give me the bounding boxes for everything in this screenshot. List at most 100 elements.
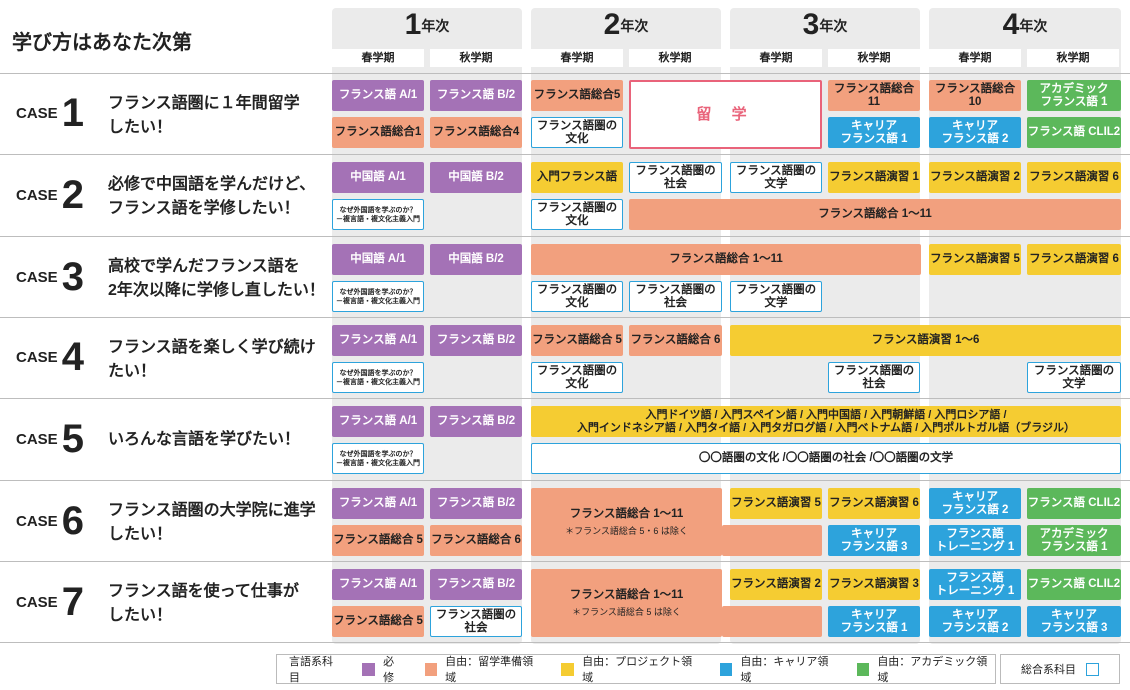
course-cell: フランス語圏の 文化 <box>531 199 623 230</box>
course-cell-extension <box>722 606 822 637</box>
course-cell: 入門ドイツ語 / 入門スペイン語 / 入門中国語 / 入門朝鮮語 / 入門ロシア… <box>531 406 1121 437</box>
course-cell: なぜ外国語を学ぶのか？ －複言語・複文化主義入門 <box>332 281 424 312</box>
case-description-6: フランス語圏の大学院に進学 したい！ <box>108 502 316 543</box>
course-cell: なぜ外国語を学ぶのか？ －複言語・複文化主義入門 <box>332 443 424 474</box>
course-cell: フランス語総合 5 <box>332 525 424 556</box>
year-header-1: 1年次 <box>404 8 450 41</box>
row-divider <box>0 317 1130 318</box>
legend-swatch-green <box>856 662 870 676</box>
course-cell: フランス語圏の 文化 <box>531 281 623 312</box>
study-abroad-cell: 留 学 <box>629 80 822 149</box>
legend-project: 自由：プロジェクト領域 <box>582 656 693 684</box>
semester-fall: 秋学期 <box>629 49 721 67</box>
course-cell: キャリア フランス語 3 <box>1027 606 1121 637</box>
course-cell: フランス語 CLIL2 <box>1027 488 1121 519</box>
course-cell: キャリア フランス語 2 <box>929 606 1021 637</box>
year-header-4: 4年次 <box>1002 8 1048 41</box>
course-cell: フランス語圏の 社会 <box>629 281 722 312</box>
legend-academic: 自由：アカデミック領域 <box>877 656 988 684</box>
course-cell: なぜ外国語を学ぶのか？ －複言語・複文化主義入門 <box>332 362 424 393</box>
course-cell: キャリア フランス語 2 <box>929 488 1021 519</box>
course-cell: フランス語総合 1〜11 <box>629 199 1121 230</box>
row-divider <box>0 480 1130 481</box>
course-cell: フランス語演習 6 <box>1027 244 1121 275</box>
legend-career: 自由：キャリア領域 <box>740 656 829 684</box>
course-cell: フランス語総合1 <box>332 117 424 148</box>
course-cell: フランス語圏の 文学 <box>730 281 822 312</box>
course-cell: フランス語演習 5 <box>730 488 822 519</box>
case-description-2: 必修で中国語を学んだけど、 フランス語を学修したい！ <box>108 176 316 217</box>
row-divider <box>0 73 1130 74</box>
course-cell: アカデミック フランス語 1 <box>1027 525 1121 556</box>
course-cell: フランス語総合11 <box>828 80 920 111</box>
course-cell: フランス語演習 5 <box>929 244 1021 275</box>
course-cell: フランス語演習 2 <box>929 162 1021 193</box>
semester-spring: 春学期 <box>332 49 424 67</box>
course-cell: フランス語総合4 <box>430 117 522 148</box>
course-cell: 中国語 A/1 <box>332 244 424 275</box>
row-divider <box>0 642 1130 643</box>
course-cell: フランス語 B/2 <box>430 569 522 600</box>
course-cell: フランス語 B/2 <box>430 325 522 356</box>
row-divider <box>0 398 1130 399</box>
course-cell: フランス語 CLIL2 <box>1027 569 1121 600</box>
course-cell: フランス語演習 6 <box>1027 162 1121 193</box>
course-cell: 入門フランス語 <box>531 162 623 193</box>
semester-fall: 秋学期 <box>828 49 920 67</box>
course-cell: フランス語 A/1 <box>332 325 424 356</box>
course-cell: フランス語演習 1〜6 <box>730 325 1121 356</box>
course-cell: フランス語 CLIL2 <box>1027 117 1121 148</box>
year-header-2: 2年次 <box>603 8 649 41</box>
course-cell: フランス語総合10 <box>929 80 1021 111</box>
course-cell: フランス語演習 2 <box>730 569 822 600</box>
course-cell: フランス語演習 1 <box>828 162 920 193</box>
row-divider <box>0 561 1130 562</box>
course-cell-large: フランス語総合 1〜11＊フランス語総合 5・6 は除く <box>531 488 722 556</box>
course-cell: フランス語圏の 社会 <box>430 606 522 637</box>
legend-swatch-orange <box>424 662 438 676</box>
course-cell: フランス語 A/1 <box>332 488 424 519</box>
course-cell: 中国語 B/2 <box>430 162 522 193</box>
course-cell: フランス語総合5 <box>531 80 623 111</box>
course-cell: フランス語 A/1 <box>332 80 424 111</box>
row-divider <box>0 236 1130 237</box>
course-cell: なぜ外国語を学ぶのか？ －複言語・複文化主義入門 <box>332 199 424 230</box>
course-cell: 中国語 A/1 <box>332 162 424 193</box>
course-cell: フランス語 B/2 <box>430 80 522 111</box>
case-description-3: 高校で学んだフランス語を 2年次以降に学修し直したい！ <box>108 258 325 299</box>
course-cell: フランス語 B/2 <box>430 406 522 437</box>
legend-general-label: 総合系科目 <box>1021 664 1076 676</box>
course-cell: フランス語 トレーニング 1 <box>929 569 1021 600</box>
case-description-7: フランス語を使って仕事が したい！ <box>108 583 299 624</box>
semester-fall: 秋学期 <box>430 49 522 67</box>
legend-lang-label: 言語系科目 <box>289 656 333 684</box>
course-cell: フランス語圏の 文化 <box>531 117 623 148</box>
legend-swatch-blue <box>719 662 733 676</box>
legend-prep: 自由：留学準備領域 <box>445 656 534 684</box>
course-cell: フランス語総合 5 <box>332 606 424 637</box>
semester-spring: 春学期 <box>929 49 1021 67</box>
legend: 言語系科目 必修 自由：留学準備領域 自由：プロジェクト領域 自由：キャリア領域… <box>276 654 996 684</box>
case-description-4: フランス語を楽しく学び続け たい！ <box>108 339 316 380</box>
course-cell: キャリア フランス語 1 <box>828 117 920 148</box>
course-cell: フランス語総合 5 <box>531 325 623 356</box>
course-cell: フランス語圏の 社会 <box>629 162 722 193</box>
course-cell: フランス語 A/1 <box>332 406 424 437</box>
semester-spring: 春学期 <box>531 49 623 67</box>
course-cell: フランス語 A/1 <box>332 569 424 600</box>
course-cell: フランス語演習 6 <box>828 488 920 519</box>
course-cell: フランス語総合 6 <box>430 525 522 556</box>
course-cell: フランス語総合 1〜11 <box>531 244 921 275</box>
course-cell: フランス語圏の 文学 <box>1027 362 1121 393</box>
course-cell: アカデミック フランス語 1 <box>1027 80 1121 111</box>
course-cell: 中国語 B/2 <box>430 244 522 275</box>
course-cell: 〇〇語圏の文化 /〇〇語圏の社会 /〇〇語圏の文学 <box>531 443 1121 474</box>
course-cell: フランス語 トレーニング 1 <box>929 525 1021 556</box>
